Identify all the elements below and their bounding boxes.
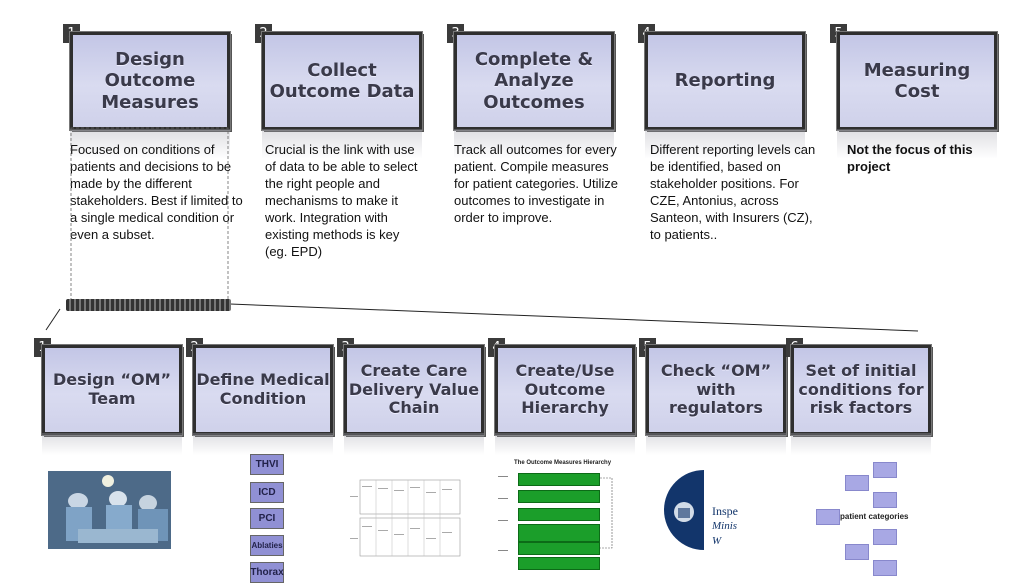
step-title: Create/Use Outcome Hierarchy [515, 360, 615, 418]
card-reflection [70, 129, 230, 159]
hierarchy-row [518, 490, 600, 503]
step-card-create-use-outcome-hierarchy: Create/Use Outcome Hierarchy [495, 345, 635, 435]
patient-categories-label: patient categories [840, 512, 909, 521]
step-card-reporting: Reporting [645, 32, 805, 130]
zoom-strip [66, 299, 231, 311]
step-title: Measuring Cost [863, 59, 971, 102]
step-card-check-om-with-regulators: Check “OM” with regulators [646, 345, 786, 435]
category-box [873, 560, 897, 576]
step-title: Create Care Delivery Value Chain [348, 360, 480, 418]
step-title: Check “OM” with regulators [660, 360, 772, 418]
step-title: Reporting [674, 70, 776, 92]
step-title: Collect Outcome Data [269, 59, 415, 102]
condition-item: ICD [250, 482, 284, 503]
step-title: Define Medical Condition [196, 370, 330, 408]
hierarchy-connectors [498, 476, 613, 551]
inspectorate-line-2: Minis [712, 520, 738, 532]
hierarchy-row [518, 542, 600, 555]
step-title: Set of initial conditions for risk facto… [798, 360, 924, 418]
step-card-design-outcome-measures: Design Outcome Measures [70, 32, 230, 130]
card-reflection [344, 433, 484, 455]
step-card-complete-analyze-outcomes: Complete & Analyze Outcomes [454, 32, 614, 130]
category-box [816, 509, 840, 525]
category-box [845, 544, 869, 560]
card-reflection [193, 433, 333, 455]
hierarchy-row [518, 524, 600, 542]
step-title: Design Outcome Measures [101, 49, 199, 113]
inspectorate-logo: Inspe Minis W [664, 470, 744, 550]
category-box [873, 492, 897, 508]
condition-item: THVI [250, 454, 284, 475]
outcome-hierarchy-figure: The Outcome Measures Hierarchy [494, 460, 624, 570]
hierarchy-row [518, 557, 600, 570]
card-reflection [837, 129, 997, 159]
step-card-collect-outcome-data: Collect Outcome Data [262, 32, 422, 130]
card-reflection [454, 129, 614, 159]
hierarchy-row [518, 473, 600, 486]
card-reflection [262, 129, 422, 159]
card-reflection [646, 433, 786, 455]
step-description: Focused on conditions of patients and de… [70, 142, 243, 242]
hierarchy-row [518, 508, 600, 521]
step-card-create-care-delivery-value-chain: Create Care Delivery Value Chain [344, 345, 484, 435]
category-box [873, 529, 897, 545]
condition-item: Ablaties [250, 535, 284, 556]
step-description: Different reporting levels can be identi… [650, 142, 816, 242]
value-chain-table [350, 478, 462, 558]
step-description: Crucial is the link with use of data to … [265, 142, 418, 259]
step-card-initial-risk-factors: Set of initial conditions for risk facto… [791, 345, 931, 435]
category-box [873, 462, 897, 478]
card-reflection [645, 129, 805, 159]
step-description: Not the focus of this project [847, 142, 973, 174]
step-card-design-om-team: Design “OM” Team [42, 345, 182, 435]
condition-item: PCI [250, 508, 284, 529]
card-reflection [791, 433, 931, 455]
step-title: Design “OM” Team [52, 370, 172, 408]
surgery-photo [48, 471, 171, 549]
step-title: Complete & Analyze Outcomes [474, 49, 594, 113]
category-box [845, 475, 869, 491]
card-reflection [495, 433, 635, 455]
hierarchy-title: The Outcome Measures Hierarchy [514, 460, 612, 466]
inspectorate-line-1: Inspe [712, 504, 738, 518]
step-card-measuring-cost: Measuring Cost [837, 32, 997, 130]
card-reflection [42, 433, 182, 455]
step-description: Track all outcomes for every patient. Co… [454, 142, 619, 225]
inspectorate-line-3: W [712, 535, 722, 547]
condition-item: Thorax [250, 562, 284, 583]
step-card-define-medical-condition: Define Medical Condition [193, 345, 333, 435]
